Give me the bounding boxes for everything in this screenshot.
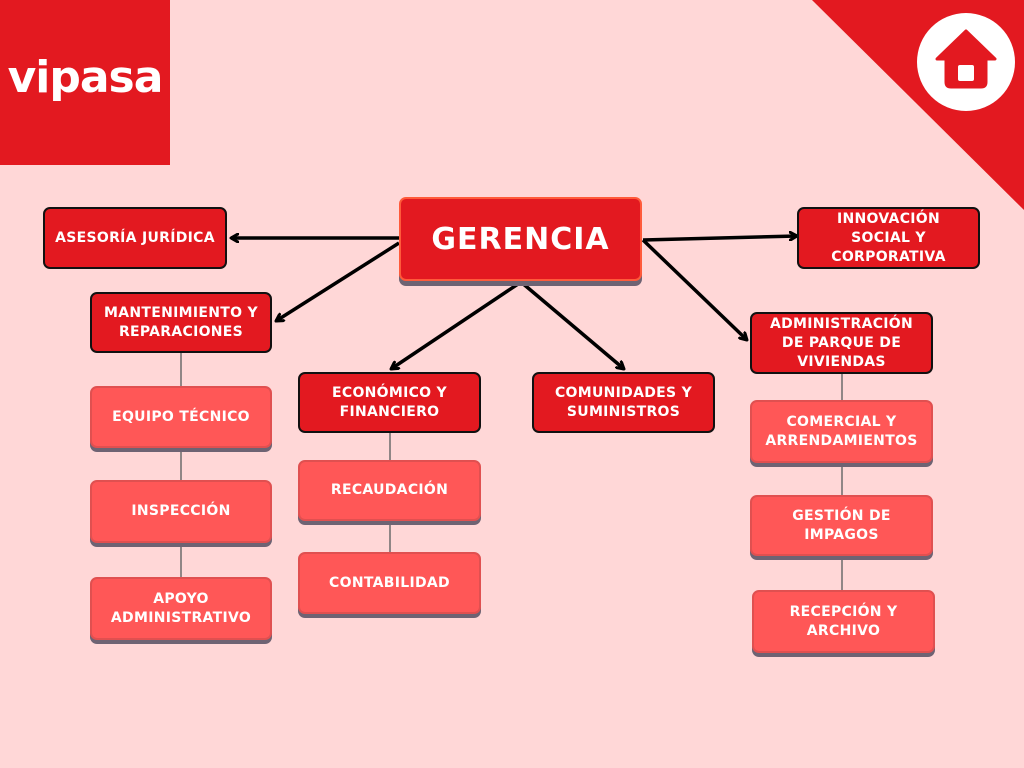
recaudacion-node[interactable]: RECAUDACIÓN bbox=[298, 460, 481, 521]
comunidades-node[interactable]: COMUNIDADES Y SUMINISTROS bbox=[532, 372, 715, 433]
hierarchy-lines bbox=[180, 353, 843, 590]
inspeccion-node[interactable]: INSPECCIÓN bbox=[90, 480, 272, 543]
home-icon[interactable] bbox=[917, 13, 1015, 111]
vipasa-logo: vipasa bbox=[0, 0, 170, 165]
recepcion-node[interactable]: RECEPCIÓN Y ARCHIVO bbox=[752, 590, 935, 653]
logo-text: vipasa bbox=[7, 52, 164, 103]
comercial-node[interactable]: COMERCIAL Y ARRENDAMIENTOS bbox=[750, 400, 933, 463]
gerencia-node[interactable]: GERENCIA bbox=[399, 197, 642, 281]
innovacion-node[interactable]: INNOVACIÓN SOCIAL Y CORPORATIVA bbox=[797, 207, 980, 269]
economico-node[interactable]: ECONÓMICO Y FINANCIERO bbox=[298, 372, 481, 433]
gestion-node[interactable]: GESTIÓN DE IMPAGOS bbox=[750, 495, 933, 556]
equipo-node[interactable]: EQUIPO TÉCNICO bbox=[90, 386, 272, 448]
apoyo-node[interactable]: APOYO ADMINISTRATIVO bbox=[90, 577, 272, 640]
arrows bbox=[231, 236, 797, 369]
mantenimiento-node[interactable]: MANTENIMIENTO Y REPARACIONES bbox=[90, 292, 272, 353]
contabilidad-node[interactable]: CONTABILIDAD bbox=[298, 552, 481, 614]
asesoria-node[interactable]: ASESORÍA JURÍDICA bbox=[43, 207, 227, 269]
administracion-node[interactable]: ADMINISTRACIÓN DE PARQUE DE VIVIENDAS bbox=[750, 312, 933, 374]
